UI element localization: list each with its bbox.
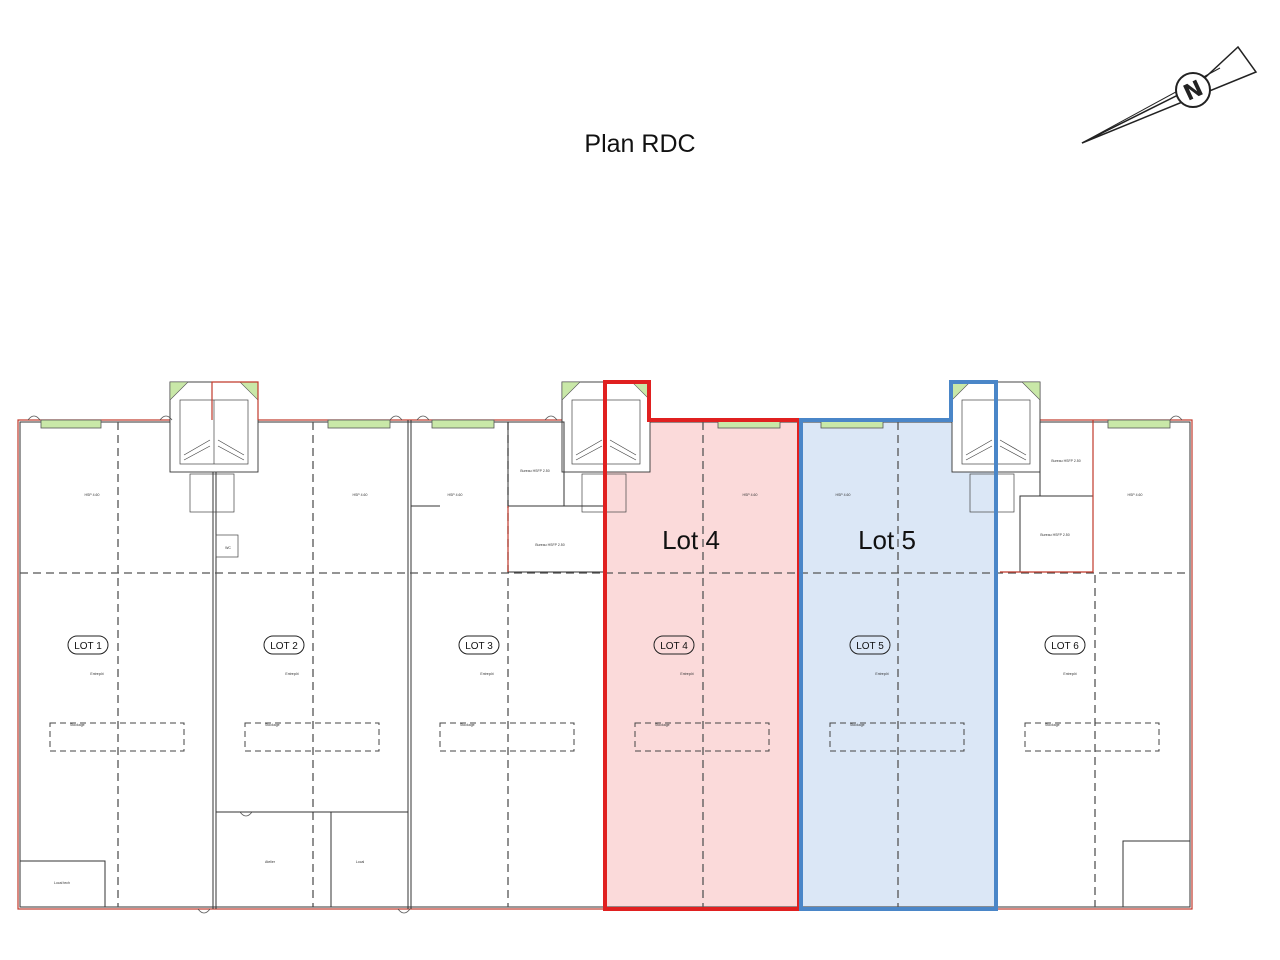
room-label: WC — [225, 546, 231, 550]
lot-pill-text: LOT 5 — [856, 641, 884, 652]
room-label: HSP 4.60 — [448, 493, 463, 497]
room-label: Bureau HSFP 2.50 — [1051, 459, 1080, 463]
room-label: Entrepôt — [875, 672, 888, 676]
lot-pill — [458, 635, 500, 655]
lot-label-4: LOT 4 — [653, 635, 695, 655]
lot-4-highlight-fill — [605, 382, 799, 909]
lot-pill — [67, 635, 109, 655]
lot-label-3: LOT 3 — [458, 635, 500, 655]
room-label: Bureau HSFP 2.50 — [1040, 533, 1069, 537]
room-label: Stockage — [265, 723, 280, 727]
lot-pill-text: LOT 1 — [74, 641, 102, 652]
room-label: Local tech — [54, 881, 70, 885]
room-label: Entrepôt — [285, 672, 298, 676]
room-label: Atelier — [265, 860, 276, 864]
lot-pill-text: LOT 3 — [465, 641, 493, 652]
lot-pill-text: LOT 2 — [270, 641, 298, 652]
room-label: Entrepôt — [90, 672, 103, 676]
room-label: Stockage — [1045, 723, 1060, 727]
room-label: Entrepôt — [1063, 672, 1076, 676]
room-label: HSP 4.60 — [353, 493, 368, 497]
lot-pill-text: LOT 4 — [660, 641, 688, 652]
room-label: Local — [356, 860, 365, 864]
lot-5-title: Lot 5 — [858, 525, 916, 555]
lot-pill-text: LOT 6 — [1051, 641, 1079, 652]
room-label: Stockage — [655, 723, 670, 727]
lot-label-2: LOT 2 — [263, 635, 305, 655]
lot-label-5: LOT 5 — [849, 635, 891, 655]
north-arrow-icon: N — [1081, 45, 1258, 144]
lot-label-1: LOT 1 — [67, 635, 109, 655]
room-label: Stockage — [460, 723, 475, 727]
room-label: Stockage — [70, 723, 85, 727]
lot-4-title: Lot 4 — [662, 525, 720, 555]
room-label: Bureau HSFP 2.50 — [520, 469, 549, 473]
room-label: HSP 4.60 — [85, 493, 100, 497]
room-label: Bureau HSFP 2.50 — [535, 543, 564, 547]
room-label: HSP 4.60 — [743, 493, 758, 497]
lot-5-highlight-outline — [799, 380, 998, 911]
room-label: Stockage — [850, 723, 865, 727]
lot-pill — [849, 635, 891, 655]
lot-label-6: LOT 6 — [1044, 635, 1086, 655]
lot-pill — [263, 635, 305, 655]
page-title: Plan RDC — [584, 130, 696, 158]
room-label: HSP 4.60 — [1128, 493, 1143, 497]
room-label: Entrepôt — [680, 672, 693, 676]
lot-pill — [653, 635, 695, 655]
room-label: Entrepôt — [480, 672, 493, 676]
room-label: HSP 4.60 — [836, 493, 851, 497]
lot-pill — [1044, 635, 1086, 655]
